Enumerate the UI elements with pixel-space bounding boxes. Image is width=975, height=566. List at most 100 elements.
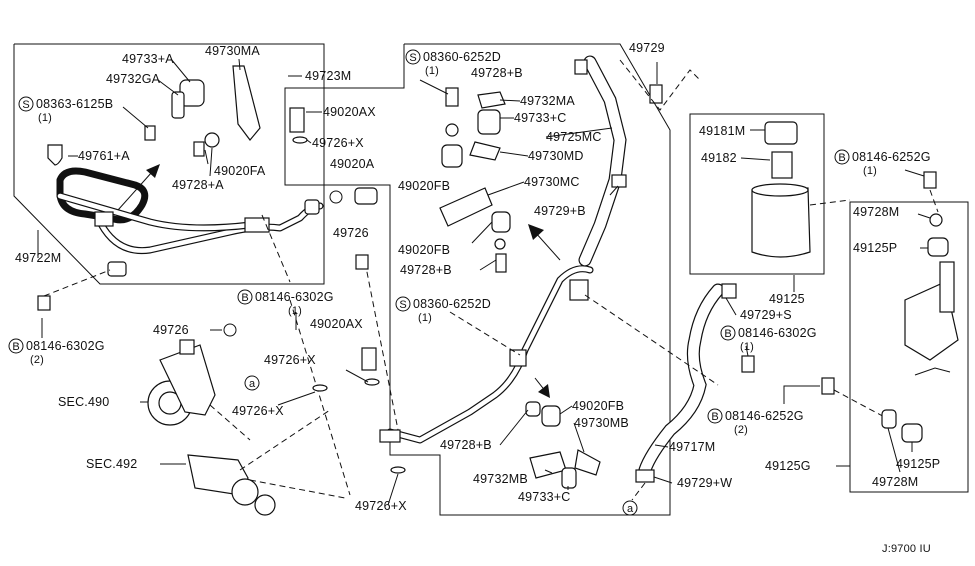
- diagram-reference-code: J:9700 IU: [882, 543, 931, 555]
- label-49730ma: 49730MA: [205, 44, 260, 58]
- leader-49020fb2: [471, 221, 493, 244]
- label-qty1f: (1): [740, 341, 754, 353]
- washer-49726b: [329, 190, 343, 204]
- leader-08360a: [419, 79, 449, 95]
- label-49729: 49729: [629, 41, 665, 55]
- arrow-lower-head: [538, 384, 550, 398]
- bracket-49730md: [469, 141, 501, 161]
- leader-49728m2: [887, 427, 901, 473]
- bolt-49728b2: [495, 253, 507, 273]
- leader-49726x2: [345, 369, 369, 383]
- insulator-49733c: [477, 109, 501, 135]
- washer-49728m1: [929, 213, 943, 227]
- dash-49729: [619, 59, 701, 111]
- label-sec492: SEC.492: [86, 457, 137, 471]
- insulator-49020fb1: [441, 144, 463, 168]
- marker-b-08146e: [707, 408, 723, 424]
- label-qty1b: (1): [288, 305, 302, 317]
- marker-b-08146c-text: B: [838, 152, 845, 164]
- dash-hose-bracket: [584, 294, 719, 386]
- tube-clamp-left: [94, 211, 114, 227]
- washer-49726: [223, 323, 237, 337]
- label-49729b: 49729+B: [534, 204, 586, 218]
- label-49020fb1: 49020FB: [398, 179, 450, 193]
- insulator-49733c2: [561, 467, 577, 489]
- washer-49726x2: [364, 378, 380, 386]
- tube-clip-center: [509, 349, 527, 367]
- fitting-49020a: [354, 187, 378, 205]
- bolt-49020ax-lower: [361, 347, 377, 371]
- label-49733c1: 49733+C: [514, 111, 567, 125]
- clamp-49729s: [721, 283, 737, 299]
- bolt-08146c: [923, 171, 937, 189]
- marker-b-08146e-text: B: [711, 411, 718, 423]
- bolt-08146e: [821, 377, 835, 395]
- label-qty1d: (1): [418, 312, 432, 324]
- mount-block-left: [107, 261, 127, 277]
- marker-s-08360a-text: S: [409, 52, 416, 64]
- label-49726x3: 49726+X: [355, 499, 407, 513]
- bracket-49125g-post: [939, 261, 955, 313]
- cap-49181m: [764, 121, 798, 145]
- bolt-08146-left: [37, 295, 51, 311]
- label-49728b1: 49728+B: [471, 66, 523, 80]
- frame-bracket-group: [849, 201, 969, 493]
- marker-s-08360b-text: S: [399, 299, 406, 311]
- washer-49728a: [204, 132, 220, 148]
- marker-b-08146d-text: B: [724, 328, 731, 340]
- label-49726xa: 49726+X: [232, 404, 284, 418]
- label-08363: 08363-6125B: [36, 97, 113, 111]
- washer-49726x3: [390, 466, 406, 474]
- insulator-49125p2: [901, 423, 923, 443]
- label-08146a: 08146-6302G: [26, 339, 105, 353]
- leader-49728b2: [479, 259, 497, 271]
- label-49125: 49125: [769, 292, 805, 306]
- washer-49728b2: [494, 238, 506, 250]
- label-49725mc: 49725MC: [546, 130, 602, 144]
- label-49728b3: 49728+B: [440, 438, 492, 452]
- frame-reservoir: [689, 113, 825, 275]
- hose-49717m-inner: [639, 284, 724, 476]
- tube-fitting-left: [304, 199, 320, 215]
- clamp-49729w: [635, 469, 655, 483]
- leader-49726x3: [387, 473, 399, 506]
- bracket-49730ma: [232, 65, 261, 141]
- leader-49729b: [609, 185, 619, 196]
- gearbox-port: [231, 478, 259, 506]
- dash-gearbox-2: [249, 479, 346, 499]
- dash-center-1: [261, 214, 291, 283]
- label-49728m1: 49728M: [853, 205, 899, 219]
- leader-49730mb: [573, 422, 585, 453]
- reservoir-top: [751, 183, 809, 197]
- bolt-49020ax-top: [289, 107, 305, 133]
- clip-bracket-left: [244, 217, 270, 233]
- leader-49020fb3: [559, 405, 573, 415]
- marker-s-08360a: [405, 49, 421, 65]
- label-49020ax2: 49020AX: [310, 317, 363, 331]
- leader-49725mc: [545, 127, 613, 138]
- label-49717m: 49717M: [669, 440, 715, 454]
- washer-49726xa: [312, 384, 328, 392]
- frame-center-group: [284, 43, 671, 516]
- leader-08363: [122, 106, 149, 129]
- hose-49725mc-inner: [579, 56, 626, 266]
- leader-49020fa: [204, 149, 209, 165]
- leader-49729s: [725, 297, 737, 316]
- dash-pump-lower: [209, 404, 251, 441]
- dash-reservoir-bracket: [809, 199, 851, 206]
- label-49730mb: 49730MB: [574, 416, 629, 430]
- marker-s-08360b: [395, 296, 411, 312]
- tube-bracket-center: [569, 279, 589, 301]
- strainer-49182: [771, 151, 793, 179]
- label-49020a: 49020A: [330, 157, 375, 171]
- label-49020ax1: 49020AX: [323, 105, 376, 119]
- label-49732mb: 49732MB: [473, 472, 528, 486]
- marker-b-08146b-text: B: [241, 292, 248, 304]
- label-49726x1: 49726+X: [312, 136, 364, 150]
- return-tube-left-inner: [57, 193, 253, 231]
- label-49728m2: 49728M: [872, 475, 918, 489]
- bracket-lines: [914, 367, 951, 376]
- label-49125p2: 49125P: [896, 457, 940, 471]
